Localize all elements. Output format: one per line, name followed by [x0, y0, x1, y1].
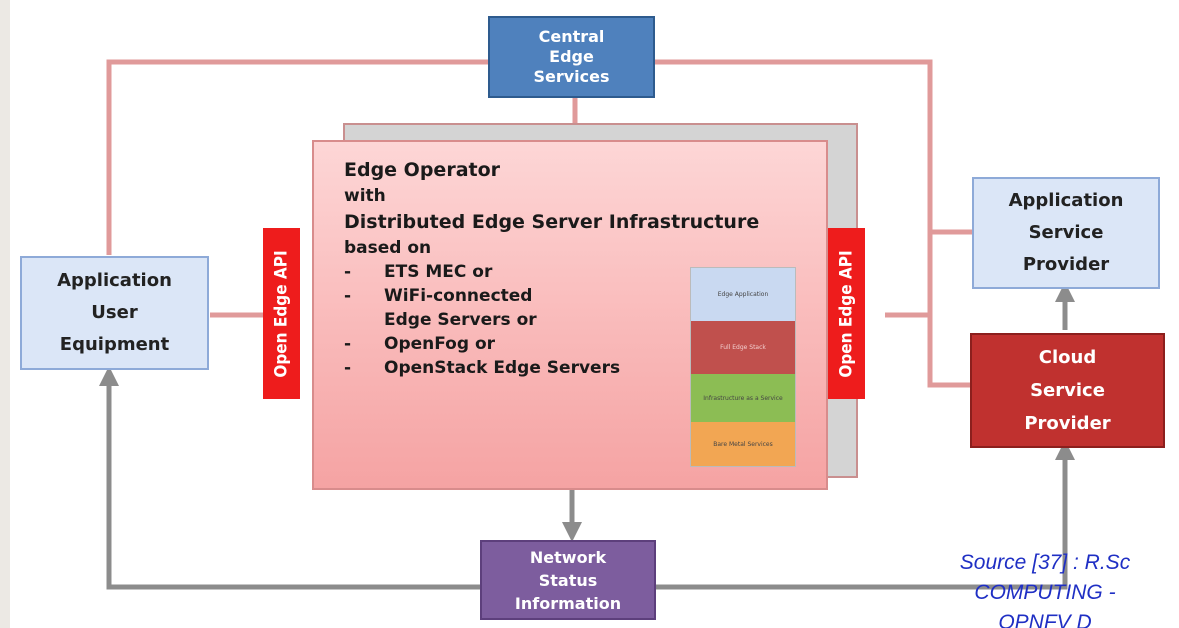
application-user-equipment-box: Application User Equipment [20, 256, 209, 370]
app-user-equipment-line: Application [57, 270, 172, 291]
bullet-dash: - [344, 262, 352, 282]
network-status-line: Information [514, 593, 622, 613]
central-edge-services-line: Edge [549, 47, 594, 66]
open-edge-api-label: Open Edge API [836, 249, 857, 378]
edge-operator-line: Distributed Edge Server Infrastructure [344, 211, 760, 233]
network-status-information-box: Network Status Information [480, 540, 656, 620]
edge-stack-graphic: Edge Application Full Edge Stack Infrast… [690, 267, 796, 467]
cloud-service-provider-line: Provider [1024, 413, 1111, 434]
source-line: OPNFV D [998, 611, 1092, 628]
stack-layer: Bare Metal Services [691, 422, 795, 466]
application-service-provider-box: Application Service Provider [972, 177, 1160, 289]
stack-layer: Infrastructure as a Service [691, 374, 795, 422]
network-status-line: Status [538, 570, 598, 590]
bullet-text: WiFi-connected [384, 286, 533, 306]
line-user-to-central [106, 59, 488, 255]
bullet-text: ETS MEC or [384, 262, 493, 282]
bullet-item: - WiFi-connected [344, 284, 759, 308]
bullet-dash: - [344, 334, 352, 354]
central-edge-services-line: Central [538, 27, 605, 46]
arrow-to-cloud [655, 440, 1075, 590]
arrow-to-user-equipment [99, 366, 480, 590]
open-edge-api-label: Open Edge API [271, 249, 292, 378]
bullet-dash: - [344, 358, 352, 378]
stack-layer: Edge Application [691, 268, 795, 321]
central-edge-services-box: Central Edge Services [488, 16, 655, 98]
edge-operator-line: with [344, 186, 386, 206]
central-edge-services-line: Services [533, 67, 610, 86]
bullet-item: - OpenStack Edge Servers [344, 356, 759, 380]
app-service-provider-line: Service [1028, 222, 1104, 243]
bullet-text: Edge Servers or [384, 310, 537, 330]
gray-arrows [99, 282, 1075, 590]
bullet-item: - ETS MEC or [344, 260, 759, 284]
edge-operator-text: Edge Operator with Distributed Edge Serv… [344, 156, 759, 380]
pink-connectors [106, 59, 972, 388]
app-user-equipment-line: User [91, 302, 138, 323]
app-service-provider-line: Application [1008, 190, 1124, 211]
bullet-text: OpenStack Edge Servers [384, 358, 621, 378]
diagram-canvas: Central Edge Services Edge Operator with… [10, 0, 1179, 628]
source-line: COMPUTING - [974, 581, 1116, 604]
network-status-line: Network [529, 547, 607, 567]
app-service-provider-line: Provider [1022, 254, 1110, 275]
edge-operator-box: Edge Operator with Distributed Edge Serv… [312, 140, 828, 490]
bullet-item: - OpenFog or [344, 332, 759, 356]
app-user-equipment-line: Equipment [59, 334, 170, 355]
open-edge-api-left: Open Edge API [263, 228, 300, 399]
stack-layer: Full Edge Stack [691, 321, 795, 374]
edge-operator-line: based on [344, 238, 432, 258]
cloud-service-provider-line: Service [1030, 380, 1105, 401]
cloud-service-provider-line: Cloud [1038, 347, 1097, 368]
bullet-dash: - [344, 286, 352, 306]
connector-lines [99, 59, 1075, 590]
bullet-dash [344, 308, 384, 332]
source-line: Source [37] : R.Sc [959, 551, 1131, 574]
line-central-to-cloud [655, 59, 970, 388]
open-edge-api-right: Open Edge API [828, 228, 865, 399]
bullet-item: Edge Servers or [344, 308, 759, 332]
cloud-service-provider-box: Cloud Service Provider [970, 333, 1165, 448]
edge-operator-title: Edge Operator [344, 159, 501, 181]
source-citation: Source [37] : R.Sc COMPUTING - OPNFV D [895, 548, 1179, 628]
bullet-text: OpenFog or [384, 334, 496, 354]
